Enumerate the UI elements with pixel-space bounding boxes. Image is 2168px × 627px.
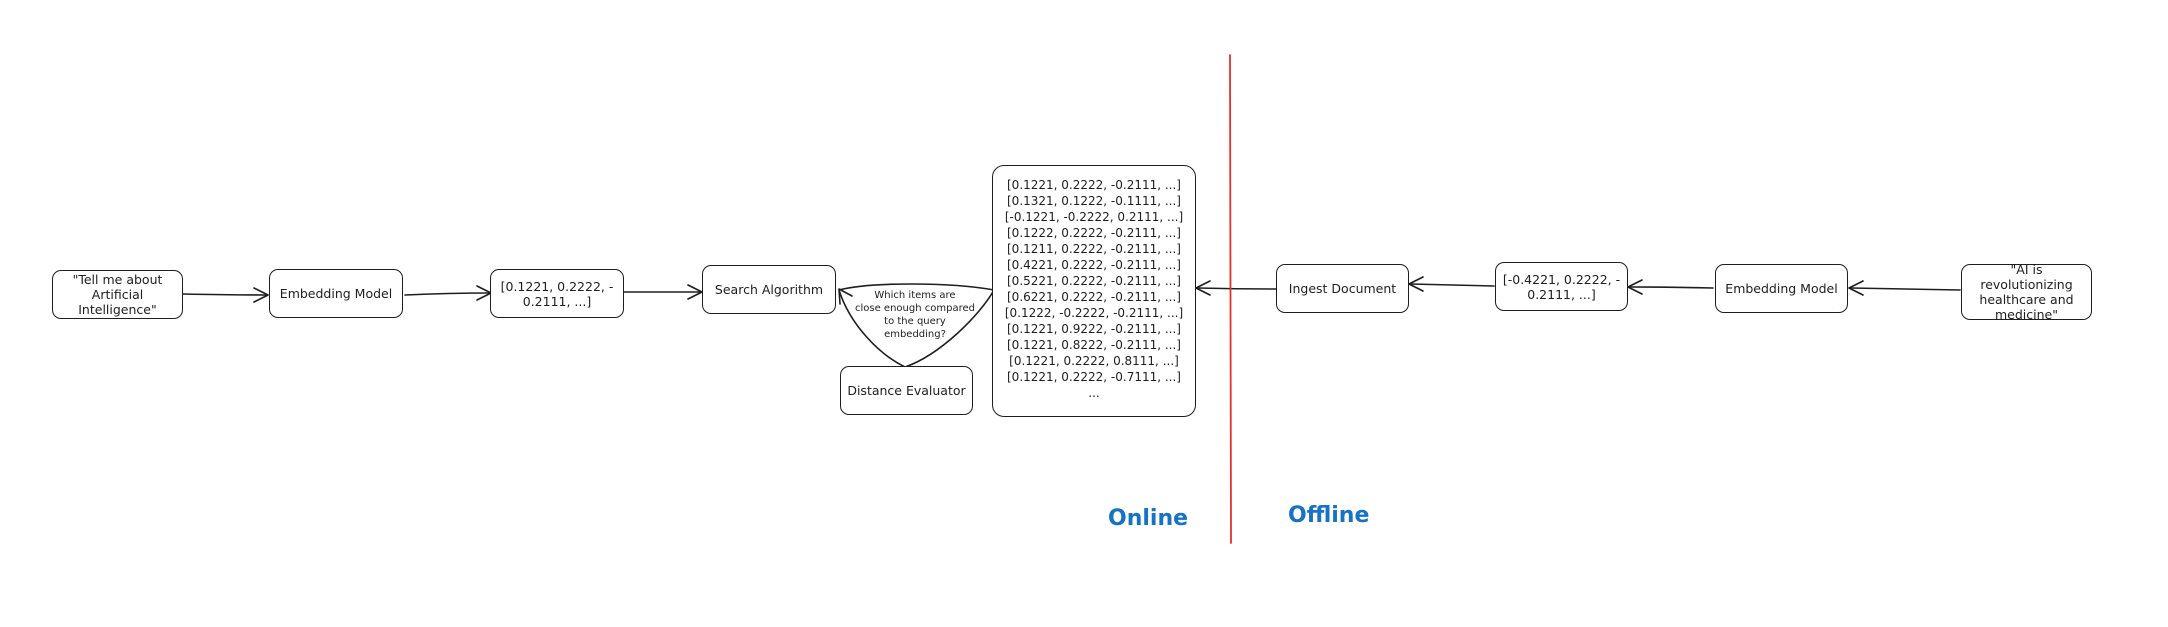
ingest-document-node: Ingest Document — [1276, 264, 1409, 313]
distance-question-annotation: Which items are close enough compared to… — [855, 290, 975, 340]
arrow-embedding-to-doc-vector — [1629, 286, 1714, 289]
vector-store-entry: ... — [1088, 386, 1100, 400]
doc-vector-label: [-0.4221, 0.2222, - 0.2111, ...] — [1502, 271, 1621, 302]
vector-store-entry: [0.1221, 0.8222, -0.2111, ...] — [1007, 338, 1181, 352]
vector-store-entry: [0.1211, 0.2222, -0.2111, ...] — [1007, 242, 1181, 256]
vector-store-entry: [0.1221, 0.2222, -0.2111, ...] — [1007, 178, 1181, 192]
vector-store-entry: [0.1321, 0.1222, -0.1111, ...] — [1007, 194, 1181, 208]
vector-store-entry: [0.5221, 0.2222, -0.2111, ...] — [1007, 274, 1181, 288]
embedding-model-offline-label: Embedding Model — [1725, 281, 1838, 296]
arrow-doc-vector-to-ingest — [1410, 283, 1495, 287]
search-algorithm-node: Search Algorithm — [702, 265, 836, 314]
arrowhead-loop — [838, 288, 853, 305]
query-text-node: "Tell me about Artificial Intelligence" — [52, 270, 183, 319]
query-vector-label: [0.1221, 0.2222, - 0.2111, ...] — [500, 278, 614, 309]
embedding-model-online-label: Embedding Model — [279, 286, 393, 301]
vector-store-entry: [0.6221, 0.2222, -0.2111, ...] — [1007, 290, 1181, 304]
arrowhead-embedding-to-doc-vector — [1627, 279, 1643, 295]
vector-store-entry: [-0.1221, -0.2222, 0.2111, ...] — [1004, 210, 1184, 224]
arrowhead-doc-to-embedding — [1848, 280, 1864, 296]
arrowhead-query-to-embedding — [253, 287, 269, 303]
embedding-model-online-node: Embedding Model — [269, 269, 403, 318]
offline-section-label: Offline — [1288, 503, 1370, 528]
doc-text: "AI is revolutionizing healthcare and me… — [1979, 262, 2074, 322]
query-vector-node: [0.1221, 0.2222, - 0.2111, ...] — [490, 269, 624, 318]
vector-store-entry: [0.1221, 0.2222, 0.8111, ...] — [1009, 354, 1179, 368]
arrow-embedding-to-vector — [404, 292, 490, 296]
doc-text-node: "AI is revolutionizing healthcare and me… — [1961, 262, 2092, 322]
loop-search-distance-evaluator — [838, 283, 995, 368]
distance-evaluator-node: Distance Evaluator — [840, 366, 973, 415]
arrow-query-to-embedding — [182, 293, 267, 296]
vector-store-entry: [0.1221, 0.9222, -0.2111, ...] — [1007, 322, 1181, 336]
vector-store-entry: [0.1221, 0.2222, -0.7111, ...] — [1007, 370, 1181, 384]
ingest-document-label: Ingest Document — [1288, 281, 1397, 296]
vector-store-entry: [0.1222, 0.2222, -0.2111, ...] — [1007, 226, 1181, 240]
arrow-ingest-to-store — [1197, 287, 1277, 290]
doc-vector-node: [-0.4221, 0.2222, - 0.2111, ...] — [1495, 262, 1628, 311]
arrow-doc-to-embedding — [1850, 287, 1961, 291]
online-section-label: Online — [1108, 506, 1189, 531]
vector-store-box: [0.1221, 0.2222, -0.2111, ...] [0.1321, 0… — [992, 165, 1196, 417]
query-text: "Tell me about Artificial Intelligence" — [72, 272, 163, 317]
online-offline-divider — [1229, 54, 1232, 544]
search-algorithm-label: Search Algorithm — [714, 282, 824, 297]
vector-store-entry: [0.4221, 0.2222, -0.2111, ...] — [1007, 258, 1181, 272]
arrowhead-ingest-to-store — [1195, 280, 1211, 296]
vector-store-entry: [0.1222, -0.2222, -0.2111, ...] — [1004, 306, 1184, 320]
arrowhead-doc-vector-to-ingest — [1408, 276, 1424, 292]
distance-evaluator-label: Distance Evaluator — [847, 383, 966, 398]
embedding-model-offline-node: Embedding Model — [1715, 264, 1848, 313]
